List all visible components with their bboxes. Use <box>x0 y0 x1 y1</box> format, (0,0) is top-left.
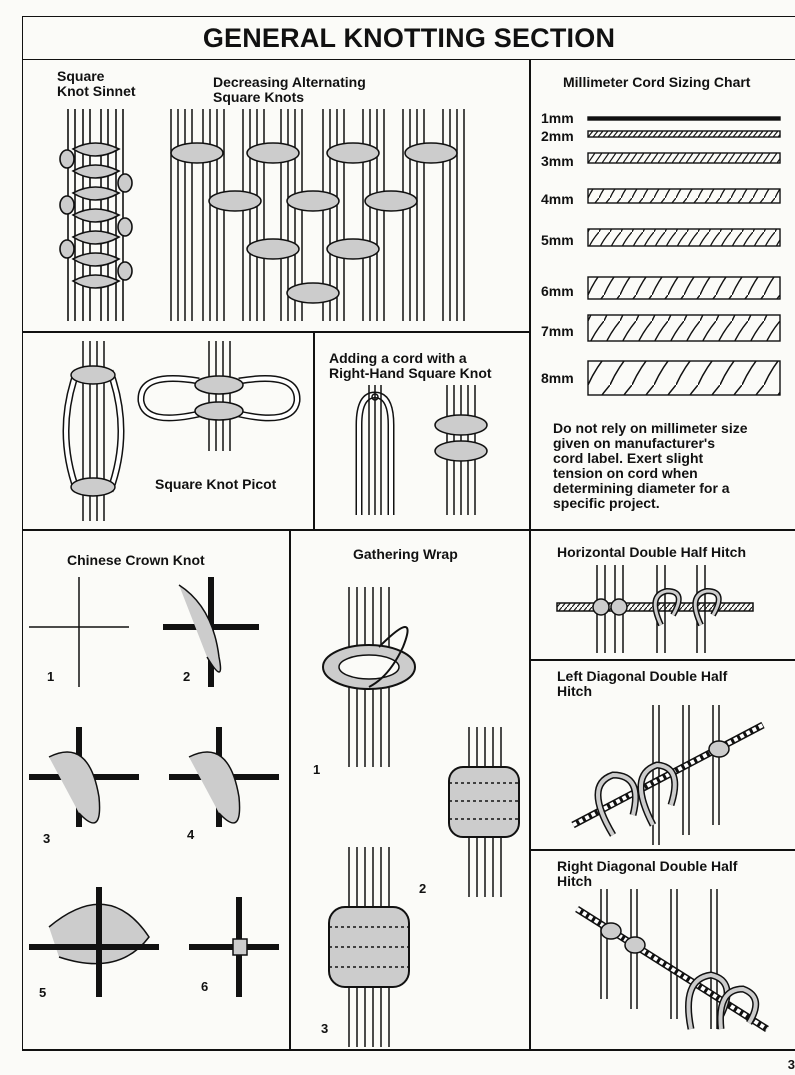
gathering-wrap-illustration <box>322 587 520 1047</box>
size-label-6mm: 6mm <box>541 283 574 299</box>
page-title: GENERAL KNOTTING SECTION <box>23 17 795 60</box>
size-label-7mm: 7mm <box>541 323 574 339</box>
chinese-crown-illustration <box>29 577 279 997</box>
crown-step-5: 5 <box>39 985 47 1000</box>
size-label-4mm: 4mm <box>541 191 574 207</box>
size-label-3mm: 3mm <box>541 153 574 169</box>
wrap-step-1: 1 <box>313 762 321 777</box>
decreasing-knots-illustration <box>170 109 465 321</box>
divider-bottom <box>23 1049 795 1051</box>
wrap-step-3: 3 <box>321 1021 329 1036</box>
crown-step-1: 1 <box>47 669 55 684</box>
divider-vertical-bottom-right <box>529 529 531 1051</box>
square-knot-sinnet-label: Square Knot Sinnet <box>57 68 136 99</box>
right-diagonal-dhh-illustration <box>575 889 769 1032</box>
wrap-step-2: 2 <box>419 881 427 896</box>
adding-cord-label: Adding a cord with a Right-Hand Square K… <box>329 350 492 381</box>
horizontal-dhh-illustration <box>556 565 754 653</box>
gathering-wrap-label: Gathering Wrap <box>353 546 458 562</box>
picot-right-illustration <box>137 341 301 451</box>
divider-horizontal-right-1 <box>529 659 795 661</box>
divider-vertical-picot <box>313 331 315 529</box>
crown-step-2: 2 <box>183 669 191 684</box>
size-label-1mm: 1mm <box>541 110 574 126</box>
picot-left-illustration <box>62 341 125 521</box>
page-number: 3 <box>787 1057 795 1072</box>
knotting-page: GENERAL KNOTTING SECTION Square Knot Sin… <box>22 16 795 1072</box>
divider-horizontal-right-2 <box>529 849 795 851</box>
chinese-crown-label: Chinese Crown Knot <box>67 552 205 568</box>
adding-cord-illustration <box>355 385 488 515</box>
divider-horizontal-middle <box>23 529 795 531</box>
sizing-chart-note: Do not rely on millimeter size given on … <box>553 420 748 511</box>
cord-samples-illustration <box>587 116 781 396</box>
crown-step-6: 6 <box>201 979 209 994</box>
size-label-5mm: 5mm <box>541 232 574 248</box>
crown-step-4: 4 <box>187 827 195 842</box>
divider-vertical-top-right <box>529 59 531 529</box>
divider-vertical-bottom-left <box>289 529 291 1051</box>
left-diagonal-dhh-label: Left Diagonal Double Half Hitch <box>557 668 728 699</box>
size-label-2mm: 2mm <box>541 128 574 144</box>
horizontal-dhh-label: Horizontal Double Half Hitch <box>557 544 746 560</box>
left-diagonal-dhh-illustration <box>571 705 765 845</box>
divider-horizontal-top <box>23 331 529 333</box>
square-knot-picot-label: Square Knot Picot <box>155 476 277 492</box>
size-label-8mm: 8mm <box>541 370 574 386</box>
sizing-chart-label: Millimeter Cord Sizing Chart <box>563 74 751 90</box>
crown-step-3: 3 <box>43 831 51 846</box>
right-diagonal-dhh-label: Right Diagonal Double Half Hitch <box>557 858 738 889</box>
square-knot-sinnet-illustration <box>59 109 133 321</box>
decreasing-knots-label: Decreasing Alternating Square Knots <box>213 74 366 105</box>
